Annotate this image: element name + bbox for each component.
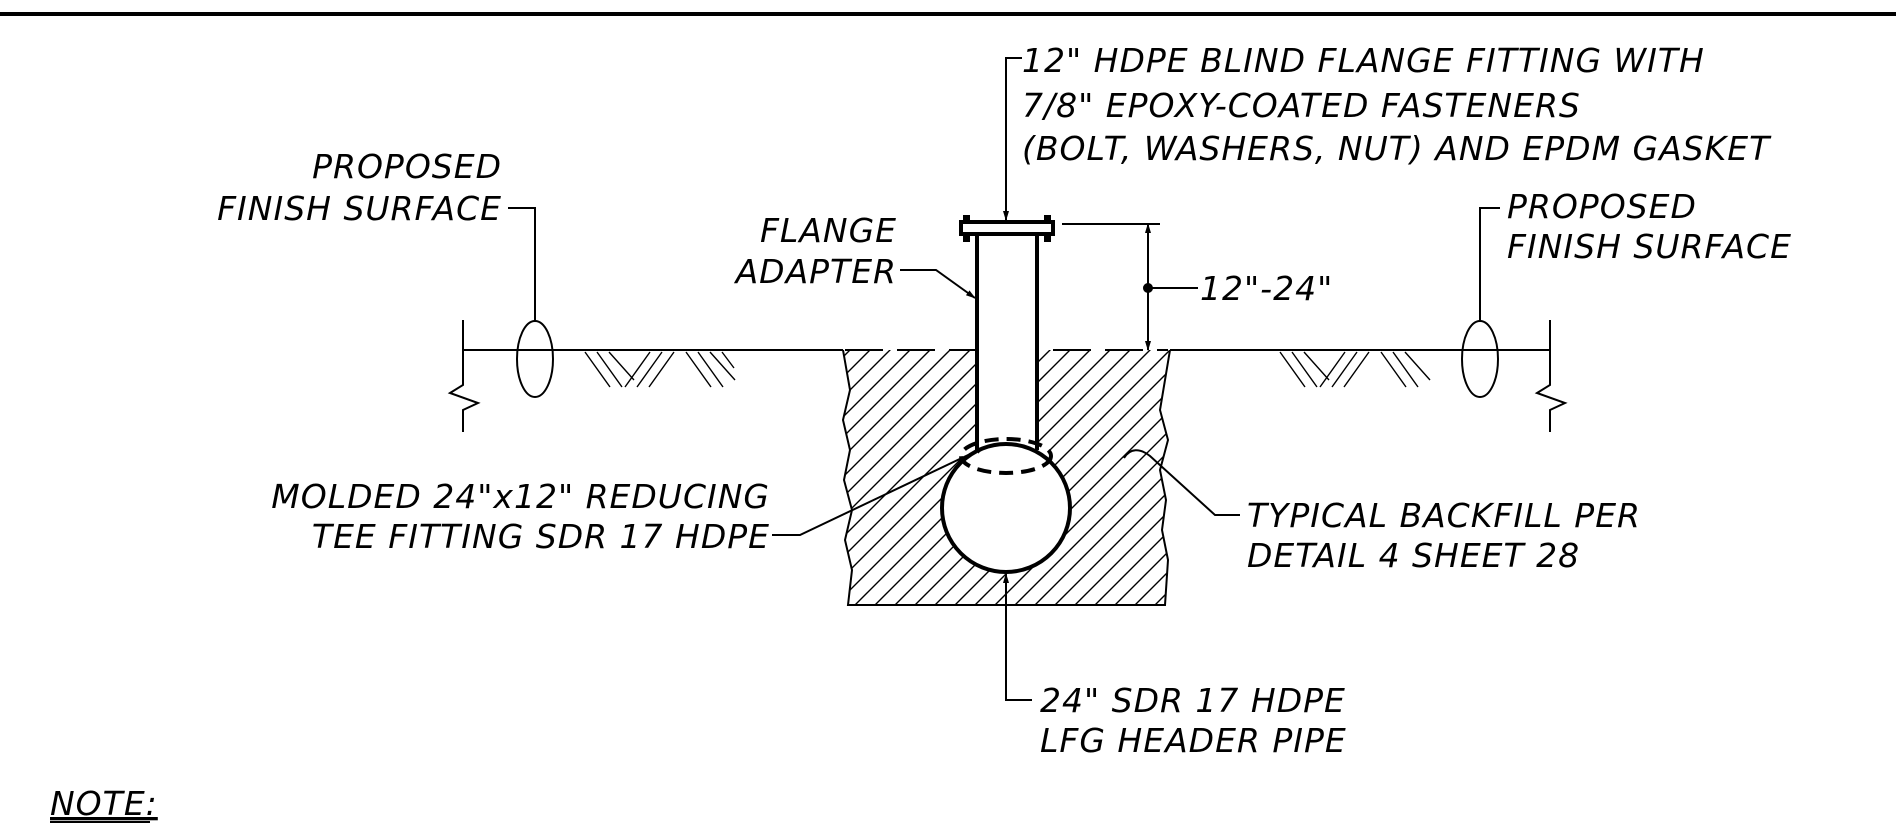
finish-surface-right-label-line1: PROPOSED bbox=[1507, 187, 1697, 226]
finish-surface-marker-left bbox=[516, 320, 554, 398]
backfill-label-line1: TYPICAL BACKFILL PER bbox=[1247, 496, 1641, 535]
flange-adapter-label-line1: FLANGE bbox=[760, 211, 897, 250]
reducing-tee-leader bbox=[772, 446, 986, 536]
reducing-tee-dashed bbox=[959, 437, 1053, 475]
flange-adapter-leader bbox=[900, 269, 976, 299]
earth-symbol-right bbox=[1279, 351, 1431, 388]
header-pipe-label-line2: LFG HEADER PIPE bbox=[1040, 721, 1347, 760]
reducing-tee-label-line2: TEE FITTING SDR 17 HDPE bbox=[312, 517, 770, 556]
backfill-leader bbox=[1123, 449, 1240, 516]
blind-flange bbox=[959, 215, 1055, 242]
backfill-label-line2: DETAIL 4 SHEET 28 bbox=[1247, 536, 1580, 575]
earth-symbol-left bbox=[584, 351, 736, 388]
riser-height-label: 12"-24" bbox=[1200, 269, 1333, 308]
finish-surface-left-label-line2: FINISH SURFACE bbox=[217, 189, 502, 228]
riser-height-dimension bbox=[1062, 223, 1198, 351]
sheet-border-top bbox=[0, 12, 1896, 16]
finish-surface-left-label-line1: PROPOSED bbox=[312, 147, 502, 186]
finish-surface-right-leader bbox=[1479, 207, 1500, 321]
header-pipe bbox=[940, 442, 1072, 574]
note-heading: NOTE: bbox=[50, 784, 158, 823]
flange-fitting-label-line3: (BOLT, WASHERS, NUT) AND EPDM GASKET bbox=[1022, 129, 1772, 168]
finish-surface-left-leader bbox=[508, 207, 536, 321]
flange-fitting-label-line1: 12" HDPE BLIND FLANGE FITTING WITH bbox=[1022, 41, 1705, 80]
header-pipe-leader bbox=[1003, 573, 1032, 701]
break-symbol-left bbox=[447, 320, 481, 432]
finish-surface-marker-right bbox=[1461, 320, 1499, 398]
header-pipe-label-line1: 24" SDR 17 HDPE bbox=[1040, 681, 1346, 720]
flange-adapter-label-line2: ADAPTER bbox=[734, 252, 897, 291]
flange-fitting-label-line2: 7/8" EPOXY-COATED FASTENERS bbox=[1022, 86, 1581, 125]
reducing-tee-label-line1: MOLDED 24"x12" REDUCING bbox=[271, 477, 770, 516]
break-symbol-right bbox=[1534, 320, 1568, 432]
finish-surface-right-label-line2: FINISH SURFACE bbox=[1507, 227, 1792, 266]
flange-fitting-leader bbox=[1003, 57, 1022, 221]
